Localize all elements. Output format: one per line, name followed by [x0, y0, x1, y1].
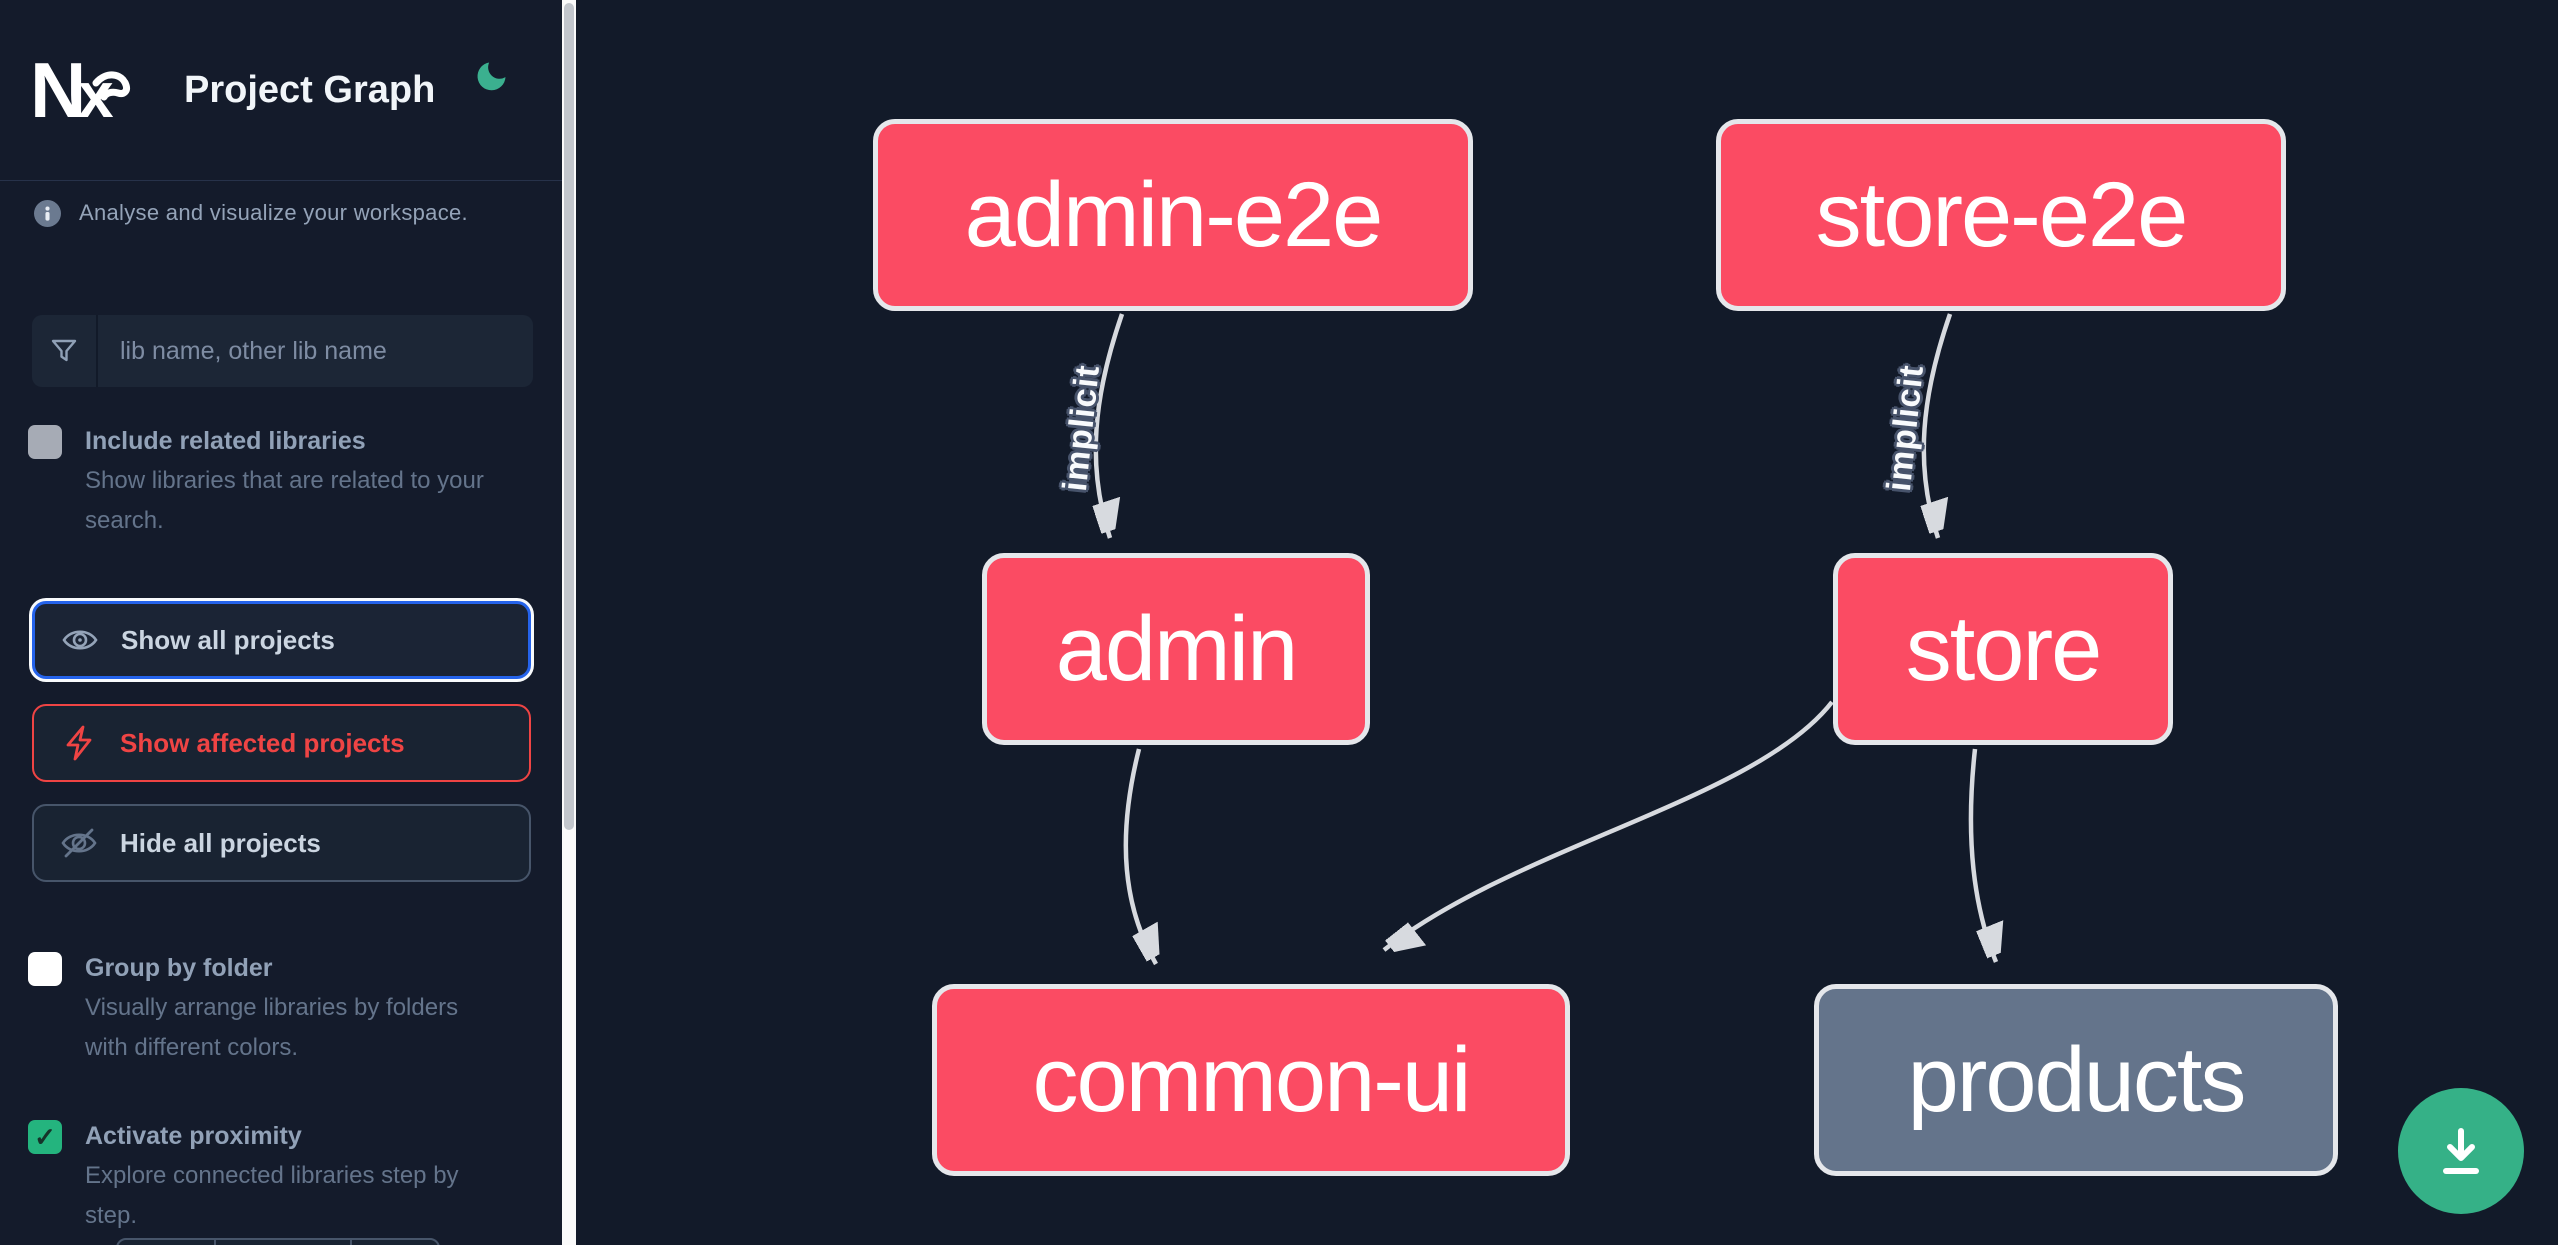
graph-edge-store-e2e-to-store	[1924, 313, 1953, 539]
hide-all-projects-button[interactable]: Hide all projects	[32, 804, 531, 882]
download-icon	[2443, 1128, 2479, 1174]
workspace-info: Analyse and visualize your workspace.	[34, 198, 534, 228]
activate-proximity-checkbox[interactable]: ✓	[28, 1120, 62, 1154]
group-by-folder-description: Visually arrange libraries by folders wi…	[85, 994, 459, 1061]
graph-node-admin-e2e[interactable]: admin-e2e	[873, 119, 1473, 311]
hide-all-projects-label: Hide all projects	[120, 827, 321, 858]
include-related-label: Include related libraries	[85, 427, 366, 455]
group-by-folder-checkbox[interactable]	[28, 952, 62, 986]
checkbox-activate-proximity[interactable]: ✓ Activate proximity Explore connected l…	[28, 1118, 503, 1236]
graph-node-admin[interactable]: admin	[982, 553, 1370, 745]
show-all-projects-button[interactable]: Show all projects	[32, 601, 531, 679]
search-box	[32, 315, 533, 387]
graph-edge-admin-to-common-ui	[1123, 748, 1156, 966]
show-all-projects-label: Show all projects	[121, 624, 335, 655]
sidebar-scrollbar-thumb[interactable]	[564, 3, 574, 830]
eye-icon	[61, 621, 99, 659]
brand-header: N x Project Graph	[0, 0, 562, 181]
workspace-info-text: Analyse and visualize your workspace.	[79, 200, 468, 225]
activate-proximity-label: Activate proximity	[85, 1122, 302, 1150]
include-related-checkbox[interactable]	[28, 425, 62, 459]
svg-text:N: N	[34, 55, 86, 125]
sidebar: N x Project Graph Analyse and visualize …	[0, 0, 562, 1245]
graph-node-store[interactable]: store	[1833, 553, 2173, 745]
edges-layer	[576, 313, 2558, 966]
show-affected-projects-button[interactable]: Show affected projects	[32, 704, 531, 782]
checkbox-group-by-folder[interactable]: Group by folder Visually arrange librari…	[28, 950, 503, 1068]
info-icon	[34, 200, 61, 227]
include-related-description: Show libraries that are related to your …	[85, 467, 484, 534]
nx-logo-icon: N x	[34, 55, 130, 125]
graph-edge-store-to-common-ui	[1382, 700, 1834, 950]
group-by-folder-label: Group by folder	[85, 954, 273, 982]
graph-node-store-e2e[interactable]: store-e2e	[1716, 119, 2286, 311]
page-title: Project Graph	[184, 68, 436, 111]
checkbox-include-related[interactable]: Include related libraries Show libraries…	[28, 423, 503, 541]
graph-node-products[interactable]: products	[1814, 984, 2338, 1176]
eye-off-icon	[60, 824, 98, 862]
graph-edge-admin-e2e-to-admin	[1096, 313, 1125, 539]
bolt-icon	[60, 724, 98, 762]
segmented-control-cutoff[interactable]	[116, 1238, 440, 1245]
download-image-button[interactable]	[2398, 1088, 2524, 1214]
show-affected-projects-label: Show affected projects	[120, 727, 405, 758]
funnel-filter-icon	[32, 315, 98, 387]
activate-proximity-description: Explore connected libraries step by step…	[85, 1162, 459, 1229]
graph-edge-store-to-products	[1968, 748, 1996, 963]
dark-mode-moon-icon[interactable]	[472, 60, 508, 96]
graph-node-common-ui[interactable]: common-ui	[932, 984, 1570, 1176]
search-input[interactable]	[98, 315, 533, 387]
sidebar-scrollbar-track[interactable]	[562, 0, 576, 1245]
